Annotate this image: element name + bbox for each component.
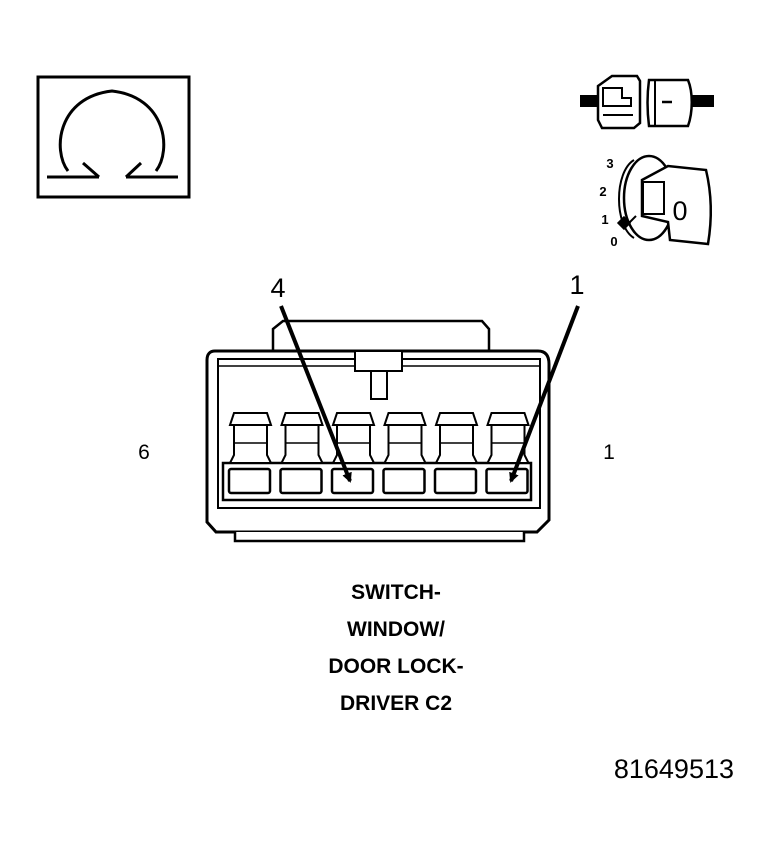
caption-line-1: SWITCH- xyxy=(351,581,441,604)
connector-caption: SWITCH- WINDOW/ DOOR LOCK- DRIVER C2 xyxy=(0,574,770,722)
connector-c2 xyxy=(205,319,551,543)
terminal-cavity xyxy=(485,412,531,495)
caption-line-4: DRIVER C2 xyxy=(339,692,453,715)
ignition-key-icon: 0 3 2 1 0 xyxy=(599,154,713,249)
callout-arrow-pin-1 xyxy=(509,305,580,483)
key-position-label-2: 2 xyxy=(599,184,606,199)
connector-end-label-right: 1 xyxy=(603,441,615,464)
key-position-label-0: 0 xyxy=(610,234,617,249)
caption-line-2: WINDOW/ xyxy=(347,618,445,641)
disconnect-connector-icon xyxy=(580,74,714,130)
terminal-cavity xyxy=(433,412,479,495)
connector-end-label-left: 6 xyxy=(138,441,150,464)
callout-arrow-pin-4 xyxy=(279,305,352,483)
callout-label-pin-4: 4 xyxy=(270,273,285,303)
key-position-label-3: 3 xyxy=(606,156,613,171)
key-position-0-label: 0 xyxy=(672,196,687,226)
terminal-cavity xyxy=(279,412,325,495)
terminal-cavity xyxy=(330,412,376,495)
callout-label-pin-1: 1 xyxy=(569,270,584,300)
ohmmeter-icon xyxy=(36,75,191,199)
caption-line-3: DOOR LOCK- xyxy=(328,655,464,678)
key-position-label-1: 1 xyxy=(601,212,608,227)
terminal-cavity xyxy=(382,412,428,495)
document-number: 81649513 xyxy=(613,754,734,784)
terminal-cavity xyxy=(227,412,273,495)
pin-callouts: 4 1 xyxy=(270,270,585,483)
